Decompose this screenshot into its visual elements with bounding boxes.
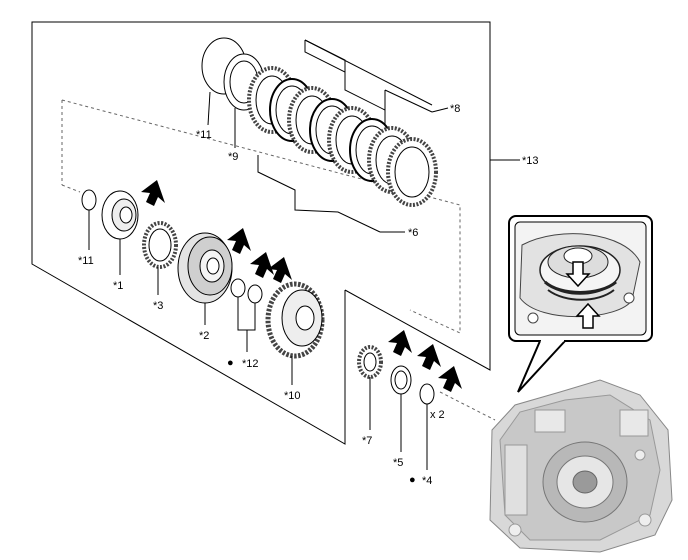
arrow-icon xyxy=(575,302,601,329)
label-6: *6 xyxy=(408,227,418,239)
label-11-top: *11 xyxy=(196,129,212,141)
clutch-discs xyxy=(247,66,438,207)
part-4-ring xyxy=(419,383,435,470)
leader-8 xyxy=(384,89,433,113)
part-2-piston xyxy=(177,232,233,325)
assembly-outline xyxy=(31,21,491,445)
part-3-bearing xyxy=(142,221,178,295)
label-10: *10 xyxy=(284,390,301,402)
arrow-icon xyxy=(141,180,462,392)
label-5: *5 xyxy=(393,457,403,469)
part-1-plate xyxy=(101,190,139,275)
dashed-frame-bottom xyxy=(61,184,81,193)
part-5-race xyxy=(390,365,412,452)
part-10-hub xyxy=(265,281,325,385)
label-7: *7 xyxy=(362,435,372,447)
arrow-icon xyxy=(227,228,251,254)
arrow-icon xyxy=(388,330,412,356)
bullet-icon: ● xyxy=(227,357,234,369)
label-13: *13 xyxy=(522,155,539,167)
label-11-left: *11 xyxy=(78,255,94,267)
part-7-bearing xyxy=(357,345,383,430)
label-9: *9 xyxy=(228,151,238,163)
disc-8 xyxy=(386,137,438,207)
dashed-leader-case xyxy=(439,391,496,421)
detail-callout xyxy=(508,215,653,393)
bullet-icon: ● xyxy=(409,474,416,486)
arrow-icon xyxy=(141,180,165,206)
label-12: *12 xyxy=(242,358,259,370)
label-1: *1 xyxy=(113,280,123,292)
leader-8b xyxy=(431,107,449,113)
part-12-o-rings xyxy=(230,278,263,352)
label-2: *2 xyxy=(199,330,209,342)
arrow-icon xyxy=(268,257,292,283)
arrow-icon xyxy=(417,344,441,370)
transaxle-case xyxy=(489,379,673,553)
bracket-6 xyxy=(257,155,381,233)
quantity-x2: x 2 xyxy=(430,409,445,421)
snap-ring-11-left xyxy=(81,189,97,250)
label-8: *8 xyxy=(450,103,460,115)
leader-8e xyxy=(304,39,433,106)
arrow-icon xyxy=(438,366,462,392)
label-3: *3 xyxy=(153,300,163,312)
dashed-frame-top xyxy=(61,99,461,334)
arrow-icon xyxy=(250,252,274,278)
bracket-8-legs xyxy=(304,39,346,72)
arrow-icon xyxy=(565,261,591,288)
label-4: *4 xyxy=(422,475,432,487)
